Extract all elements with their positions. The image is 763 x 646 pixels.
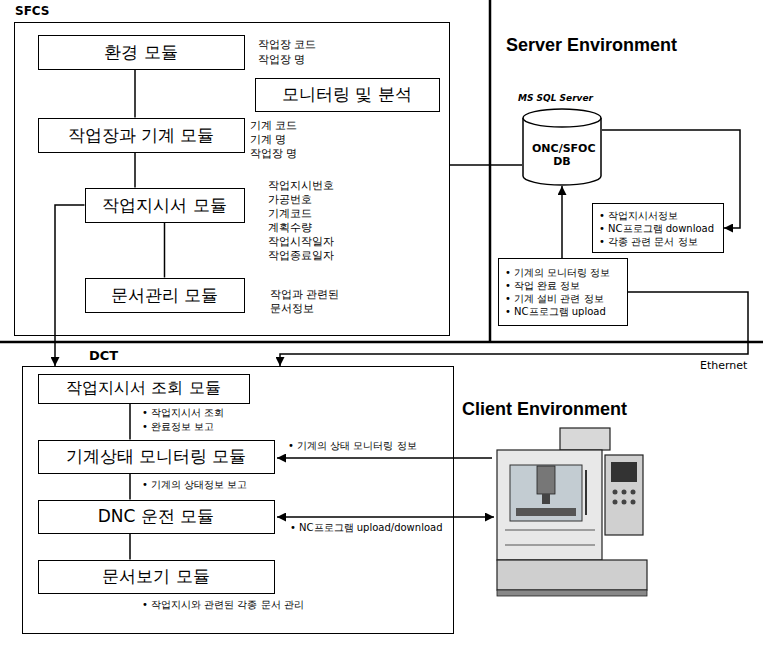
box-text: • NC프로그램 download [599,222,714,235]
annotation-text: 기계 코드 [250,119,298,133]
environment-separator [489,0,492,342]
dnc-arrow [277,516,494,518]
database-cylinder: MS SQL ServerONC/SFOC DB [522,108,602,186]
monitoring-arrow [277,457,492,459]
annotation-text: 작업지시번호 [268,179,334,193]
box-text: 작업지시서 모듈 [102,194,226,217]
box-heading: DCT [89,348,118,363]
annotation-text: • 완료정보 보고 [142,421,214,434]
connector [280,292,748,366]
annotation-text: 가공번호 [268,193,312,207]
connector [450,164,522,166]
box-text: • 작업 완료 정보 [505,279,580,292]
module-box: 작업지시서 모듈 [85,188,245,223]
box-text: 환경 모듈 [104,41,177,64]
annotation-text: 기계코드 [268,207,312,221]
info-box: • 기계의 모니터링 정보• 작업 완료 정보• 기계 설비 관련 정보• NC… [498,258,628,326]
module-box: 모니터링 및 분석 [255,78,440,112]
system-box: DCT작업지시서 조회 모듈기계상태 모니터링 모듈DNC 운전 모듈문서보기 … [22,366,454,634]
module-box: 환경 모듈 [38,35,245,70]
cylinder-top [523,109,601,127]
box-text: 기계상태 모니터링 모듈 [66,445,247,468]
annotation-text: 작업장 명 [250,147,298,161]
module-box: 기계상태 모니터링 모듈 [38,440,275,474]
annotation-text: 작업시작일자 [268,235,334,249]
module-box: 작업장과 기계 모듈 [38,118,245,153]
annotation-text: Ethernet [700,359,747,373]
annotation-text: 작업장 코드 [258,38,317,52]
box-text: 문서보기 모듈 [102,565,209,588]
cnc-machine [497,428,647,596]
module-box: 문서관리 모듈 [85,278,245,313]
annotation-text: 작업과 관련된 문서정보 [270,288,350,316]
connector [164,223,166,278]
box-text: 작업장과 기계 모듈 [68,124,215,147]
info-box: • 작업지시서정보• NC프로그램 download• 각종 관련 문서 정보 [592,203,724,253]
annotation-text: • 작업지시서 조회 [142,407,224,420]
module-box: 문서보기 모듈 [38,560,275,594]
connector [134,70,136,118]
connector [55,205,85,366]
connector [134,153,136,188]
annotation-text: • 작업지시와 관련된 각종 문서 관리 [142,599,304,612]
environment-title: Server Environment [506,34,677,57]
module-box: DNC 운전 모듈 [38,500,275,534]
connector [129,534,131,560]
module-box: 작업지시서 조회 모듈 [38,374,250,404]
connector [129,404,131,440]
box-heading: SFCS [15,4,50,18]
box-text: • NC프로그램 upload [505,305,606,318]
annotation-text: 작업종료일자 [268,249,334,263]
box-text: ONC/SFOC DB [532,142,592,168]
annotation-text: • 기계의 상태정보 보고 [142,479,247,492]
connector [561,186,563,258]
box-text: 작업지시서 조회 모듈 [66,378,220,399]
box-text: • 각종 관련 문서 정보 [599,235,698,248]
annotation-text: 작업장 명 [258,53,306,67]
annotation-text: 계획수량 [268,221,312,235]
box-text: • 기계의 모니터링 정보 [505,266,610,279]
box-text: • 기계 설비 관련 정보 [505,292,604,305]
box-text: 모니터링 및 분석 [282,83,412,106]
annotation-text: • NC프로그램 upload/download [290,522,443,535]
annotation-text: 기계 명 [250,133,287,147]
box-text: 문서관리 모듈 [111,284,218,307]
environment-title: Client Environment [462,398,627,421]
connector [129,474,131,500]
environment-separator [0,341,763,344]
box-text: DNC 운전 모듈 [98,505,215,528]
box-text: • 작업지시서정보 [599,209,678,222]
system-box: SFCS환경 모듈모니터링 및 분석작업장과 기계 모듈작업지시서 모듈문서관리… [14,22,450,336]
cylinder-body [523,118,601,185]
box-heading: MS SQL Server [518,93,593,103]
annotation-text: • 기계의 상태 모니터링 정보 [288,440,417,453]
